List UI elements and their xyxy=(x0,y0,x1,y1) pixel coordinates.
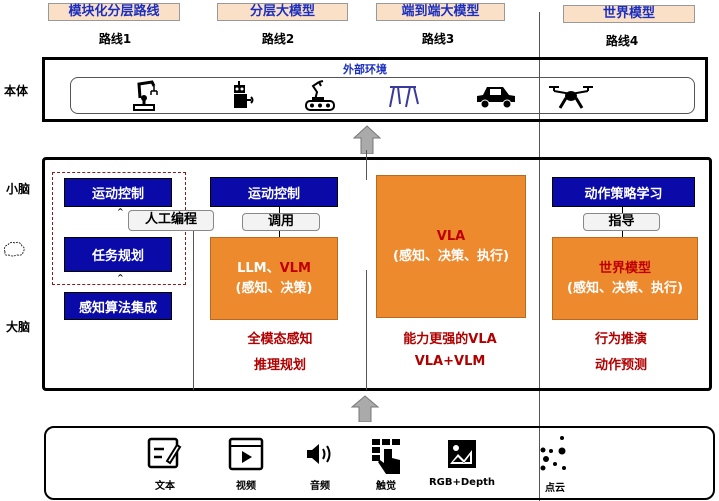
route2-note2: 推理规划 xyxy=(253,358,306,373)
image-icon xyxy=(448,440,476,468)
input-label-touch: 触觉 xyxy=(376,481,396,492)
audio-icon xyxy=(307,444,331,464)
up-arrow-to-brain xyxy=(350,395,380,422)
quadruped-robot-icon xyxy=(389,86,419,108)
route4-model-sub: (感知、决策、执行) xyxy=(567,280,683,296)
route4-note2: 动作预测 xyxy=(594,358,647,373)
route4-note1: 行为推演 xyxy=(594,332,647,347)
route3-model-sub: (感知、决策、执行) xyxy=(393,248,509,264)
llm-label: LLM、 xyxy=(237,260,280,276)
route2-label: 路线2 xyxy=(261,32,295,46)
touch-icon xyxy=(372,439,400,474)
vla-label: VLA xyxy=(436,228,466,244)
side-label-cerebellum: 小脑 xyxy=(6,182,31,196)
brain-box xyxy=(42,157,712,391)
input-label-text: 文本 xyxy=(155,481,175,492)
side-label-body: 本体 xyxy=(4,84,29,98)
guide-label: 指导 xyxy=(583,213,660,231)
route2-divider xyxy=(193,231,194,390)
route2-model-sub: (感知、决策) xyxy=(235,280,313,296)
route1-tag: 模块化分层路线 xyxy=(48,3,180,21)
vlm-label: VLM xyxy=(279,260,311,276)
body-box xyxy=(42,57,708,122)
route3-note2: VLA+VLM xyxy=(414,354,486,369)
drone-icon xyxy=(549,86,593,109)
route3-tag: 端到端大模型 xyxy=(376,3,505,21)
world-model-label: 世界模型 xyxy=(598,260,651,276)
service-robot-icon xyxy=(234,81,254,108)
video-icon xyxy=(228,437,264,471)
route4-policy-learning: 动作策略学习 xyxy=(552,177,695,207)
route1-task-planning: 任务规划 xyxy=(64,237,172,272)
route3-vla-box: VLA (感知、决策、执行) xyxy=(376,175,526,318)
route4-divider xyxy=(539,12,540,501)
robot-arm-icon xyxy=(133,80,158,111)
route3-note1: 能力更强的VLA xyxy=(403,332,497,347)
tracked-robot-icon xyxy=(305,80,335,111)
arrow-up-icon: ^ xyxy=(117,273,124,282)
text-icon xyxy=(147,437,182,469)
robots-panel xyxy=(70,77,695,114)
environment-title: 外部环境 xyxy=(343,63,387,76)
side-label-brain: 大脑 xyxy=(6,320,31,334)
inputs-box xyxy=(44,426,715,500)
route1-motion-control: 运动控制 xyxy=(64,178,172,207)
route3-label: 路线3 xyxy=(421,32,455,46)
input-label-video: 视频 xyxy=(236,481,256,492)
up-arrow-to-body xyxy=(352,125,382,154)
route1-label: 路线1 xyxy=(98,32,132,46)
route4-tag: 世界模型 xyxy=(563,5,695,23)
point-cloud-icon xyxy=(540,436,566,471)
input-label-audio: 音频 xyxy=(310,481,330,492)
route3-divider xyxy=(366,270,367,390)
manual-programming-label: 人工编程 xyxy=(128,210,214,231)
route4-world-model-box: 世界模型 (感知、决策、执行) xyxy=(552,237,698,320)
route3-divider-top xyxy=(366,150,367,180)
arrow-up-icon: ^ xyxy=(117,207,124,216)
car-icon xyxy=(477,87,515,109)
brain-icon xyxy=(3,241,25,257)
route4-label: 路线4 xyxy=(605,34,639,48)
route2-motion-control: 运动控制 xyxy=(210,177,338,207)
call-label: 调用 xyxy=(242,213,320,231)
input-label-rgbd: RGB+Depth xyxy=(428,477,496,488)
route2-tag: 分层大模型 xyxy=(217,3,348,21)
route1-perception: 感知算法集成 xyxy=(64,292,172,320)
route2-note1: 全模态感知 xyxy=(247,332,313,347)
route2-model-box: LLM、VLM (感知、决策) xyxy=(210,237,338,320)
input-label-point-cloud: 点云 xyxy=(545,483,565,494)
